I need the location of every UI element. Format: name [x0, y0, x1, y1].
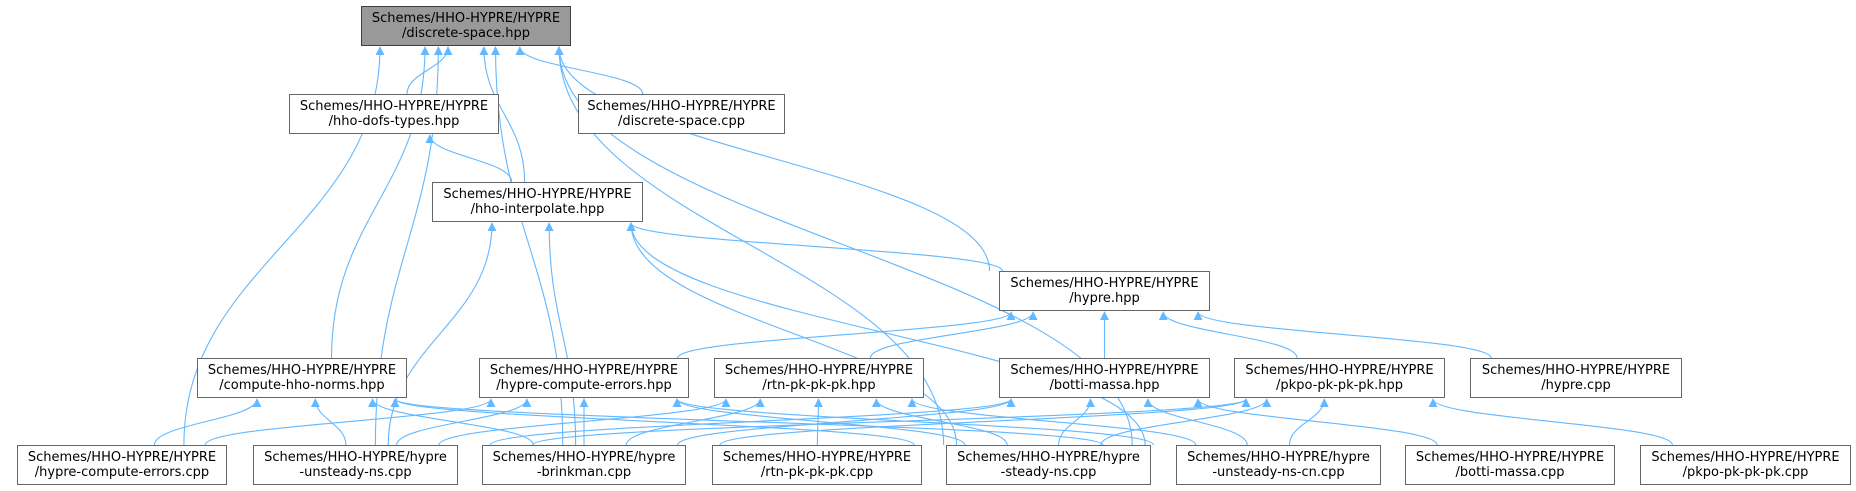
edge-hypre_steady_ns_cpp-to-rtn_pk_pk_pk_hpp: [871, 398, 1008, 446]
node-label-line1: Schemes/HHO-HYPRE/hypre: [264, 450, 447, 465]
node-label-line1: Schemes/HHO-HYPRE/HYPRE: [1010, 276, 1199, 291]
node-label-line1: Schemes/HHO-HYPRE/HYPRE: [27, 450, 217, 465]
node-label-line1: Schemes/HHO-HYPRE/HYPRE: [1415, 450, 1605, 465]
edge-hypre_hpp-to-discrete_space_hpp: [554, 46, 991, 272]
edge-hho_dofs_types_hpp-to-discrete_space_hpp: [406, 46, 453, 95]
node-botti-massa-hpp[interactable]: Schemes/HHO-HYPRE/HYPRE /botti-massa.hpp: [999, 358, 1210, 398]
edge-hypre_brinkman_cpp-to-hho_interpolate_hpp: [544, 222, 577, 446]
node-hypre-compute-errors-cpp[interactable]: Schemes/HHO-HYPRE/HYPRE /hypre-compute-e…: [17, 445, 227, 485]
node-label-line1: Schemes/HHO-HYPRE/HYPRE: [1245, 363, 1434, 378]
edge-discrete_space_cpp-to-discrete_space_hpp: [515, 46, 644, 95]
node-compute-hho-norms-hpp[interactable]: Schemes/HHO-HYPRE/HYPRE /compute-hho-nor…: [197, 358, 407, 398]
node-label-line2: /rtn-pk-pk-pk.cpp: [760, 465, 874, 480]
edge-hypre_unsteady_ns_cn_cpp-to-hho_interpolate_hpp: [626, 222, 1146, 446]
node-label-line1: Schemes/HHO-HYPRE/HYPRE: [722, 450, 912, 465]
edge-hypre_unsteady_ns_cpp-to-botti_massa_hpp: [489, 398, 1016, 446]
node-label-line1: Schemes/HHO-HYPRE/HYPRE: [299, 99, 489, 114]
node-label-line2: /pkpo-pk-pk-pk.cpp: [1682, 465, 1809, 480]
node-label-line1: Schemes/HHO-HYPRE/hypre: [957, 450, 1140, 465]
node-label-line2: /rtn-pk-pk-pk.hpp: [762, 378, 876, 393]
node-label-line2: /hypre-compute-errors.hpp: [496, 378, 672, 393]
node-label-line1: Schemes/HHO-HYPRE/HYPRE: [724, 363, 914, 378]
node-rtn-pk-pk-pk-hpp[interactable]: Schemes/HHO-HYPRE/HYPRE /rtn-pk-pk-pk.hp…: [714, 358, 924, 398]
node-label-line1: Schemes/HHO-HYPRE/HYPRE: [207, 363, 397, 378]
node-hho-interpolate-hpp[interactable]: Schemes/HHO-HYPRE/HYPRE /hho-interpolate…: [432, 182, 643, 222]
node-rtn-pk-pk-pk-cpp[interactable]: Schemes/HHO-HYPRE/HYPRE /rtn-pk-pk-pk.cp…: [712, 445, 922, 485]
edge-hypre_compute_errors_cpp-to-compute_hho_norms_hpp: [153, 398, 262, 446]
node-label-line2: /hypre-compute-errors.cpp: [34, 465, 210, 480]
node-hypre-unsteady-ns-cpp[interactable]: Schemes/HHO-HYPRE/hypre -unsteady-ns.cpp: [253, 445, 458, 485]
node-discrete-space-cpp[interactable]: Schemes/HHO-HYPRE/HYPRE /discrete-space.…: [578, 94, 785, 134]
edge-hypre_unsteady_ns_cpp-to-hho_interpolate_hpp: [387, 222, 497, 446]
node-label-line2: /hypre.cpp: [1541, 378, 1611, 393]
edge-pkpo_pk_pk_pk_cpp-to-pkpo_pk_pk_pk_hpp: [1428, 398, 1673, 446]
edge-hypre_cpp-to-hypre_hpp: [1193, 311, 1492, 359]
edge-layer: [153, 46, 1673, 446]
node-label-line2: -unsteady-ns-cn.cpp: [1212, 465, 1345, 480]
edge-hypre_unsteady_ns_cn_cpp-to-rtn_pk_pk_pk_hpp: [907, 398, 1197, 446]
edge-hypre_steady_ns_cpp-to-hypre_compute_errors_hpp: [672, 398, 966, 446]
edge-botti_massa_cpp-to-botti_massa_hpp: [1193, 398, 1438, 446]
node-pkpo-pk-pk-pk-cpp[interactable]: Schemes/HHO-HYPRE/HYPRE /pkpo-pk-pk-pk.c…: [1640, 445, 1851, 485]
edge-hypre_brinkman_cpp-to-rtn_pk_pk_pk_hpp: [625, 398, 765, 446]
node-pkpo-pk-pk-pk-hpp[interactable]: Schemes/HHO-HYPRE/HYPRE /pkpo-pk-pk-pk.h…: [1234, 358, 1445, 398]
edge-hypre_unsteady_ns_cpp-to-compute_hho_norms_hpp: [310, 398, 347, 446]
node-label-line2: /botti-massa.cpp: [1455, 465, 1565, 480]
node-label-line1: Schemes/HHO-HYPRE/HYPRE: [371, 11, 561, 26]
edge-hypre_compute_errors_hpp-to-hypre_hpp: [677, 311, 1016, 359]
edge-pkpo_pk_pk_pk_hpp-to-hypre_hpp: [1158, 311, 1298, 359]
edge-hypre_compute_errors_cpp-to-hypre_compute_errors_hpp: [204, 398, 496, 446]
node-label-line2: -brinkman.cpp: [536, 465, 632, 480]
node-hypre-steady-ns-cpp[interactable]: Schemes/HHO-HYPRE/hypre -steady-ns.cpp: [946, 445, 1151, 485]
edge-hypre_brinkman_cpp-to-compute_hho_norms_hpp: [368, 398, 534, 446]
node-label-line1: Schemes/HHO-HYPRE/HYPRE: [489, 363, 679, 378]
edge-rtn_pk_pk_pk_hpp-to-hypre_hpp: [869, 311, 1038, 359]
node-label-line1: Schemes/HHO-HYPRE/HYPRE: [1010, 363, 1199, 378]
node-label-line1: Schemes/HHO-HYPRE/HYPRE: [587, 99, 776, 114]
node-label-line2: /hypre.hpp: [1069, 291, 1140, 306]
node-label-line2: /pkpo-pk-pk-pk.hpp: [1276, 378, 1403, 393]
edge-hypre_unsteady_ns_cn_cpp-to-botti_massa_hpp: [1143, 398, 1248, 446]
edge-hypre_brinkman_cpp-to-pkpo_pk_pk_pk_hpp: [719, 398, 1251, 446]
node-label-line1: Schemes/HHO-HYPRE/hypre: [492, 450, 676, 465]
edge-rtn_pk_pk_pk_cpp-to-rtn_pk_pk_pk_hpp: [813, 398, 823, 446]
edge-hypre_unsteady_ns_cpp-to-hypre_compute_errors_hpp: [396, 398, 532, 446]
node-hypre-unsteady-ns-cn-cpp[interactable]: Schemes/HHO-HYPRE/hypre -unsteady-ns-cn.…: [1176, 445, 1381, 485]
edge-hypre_steady_ns_cpp-to-compute_hho_norms_hpp: [390, 398, 915, 446]
node-label-line1: Schemes/HHO-HYPRE/hypre: [1187, 450, 1370, 465]
edge-hypre_unsteady_ns_cn_cpp-to-pkpo_pk_pk_pk_hpp: [1288, 398, 1329, 446]
node-label-line2: /botti-massa.hpp: [1049, 378, 1160, 393]
edge-hypre_unsteady_ns_cpp-to-rtn_pk_pk_pk_hpp: [438, 398, 731, 446]
edge-hypre_unsteady_ns_cpp-to-pkpo_pk_pk_pk_hpp: [532, 398, 1251, 446]
node-label-line2: /hho-interpolate.hpp: [470, 202, 605, 217]
node-label-line1: Schemes/HHO-HYPRE/HYPRE: [443, 187, 632, 202]
edge-hho_interpolate_hpp-to-discrete_space_hpp: [479, 46, 526, 183]
edge-hypre_steady_ns_cpp-to-hho_interpolate_hpp: [626, 222, 958, 446]
edge-hypre_steady_ns_cpp-to-botti_massa_hpp: [1058, 398, 1095, 446]
node-hypre-compute-errors-hpp[interactable]: Schemes/HHO-HYPRE/HYPRE /hypre-compute-e…: [479, 358, 689, 398]
node-label-line2: /discrete-space.hpp: [401, 26, 531, 41]
node-label-line1: Schemes/HHO-HYPRE/HYPRE: [1651, 450, 1840, 465]
node-label-line2: /hho-dofs-types.hpp: [328, 114, 460, 129]
node-botti-massa-cpp[interactable]: Schemes/HHO-HYPRE/HYPRE /botti-massa.cpp: [1405, 445, 1615, 485]
node-hho-dofs-types-hpp[interactable]: Schemes/HHO-HYPRE/HYPRE /hho-dofs-types.…: [289, 94, 499, 134]
node-hypre-hpp[interactable]: Schemes/HHO-HYPRE/HYPRE /hypre.hpp: [999, 271, 1210, 311]
node-hypre-cpp[interactable]: Schemes/HHO-HYPRE/HYPRE /hypre.cpp: [1470, 358, 1682, 398]
node-label-line2: -unsteady-ns.cpp: [299, 465, 412, 480]
node-label-line2: /compute-hho-norms.hpp: [219, 378, 385, 393]
edge-hho_interpolate_hpp-to-hho_dofs_types_hpp: [425, 134, 513, 183]
node-label-line1: Schemes/HHO-HYPRE/HYPRE: [1481, 363, 1671, 378]
edge-hypre_brinkman_cpp-to-botti_massa_hpp: [677, 398, 1016, 446]
edge-hypre_unsteady_ns_cn_cpp-to-hypre_compute_errors_hpp: [672, 398, 1155, 446]
edge-hypre_hpp-to-hho_interpolate_hpp: [626, 222, 1003, 272]
node-discrete-space-hpp: Schemes/HHO-HYPRE/HYPRE /discrete-space.…: [361, 6, 571, 46]
edge-hypre_steady_ns_cpp-to-pkpo_pk_pk_pk_hpp: [1100, 398, 1272, 446]
node-label-line2: /discrete-space.cpp: [618, 114, 745, 129]
node-hypre-brinkman-cpp[interactable]: Schemes/HHO-HYPRE/hypre -brinkman.cpp: [482, 445, 686, 485]
node-label-line2: -steady-ns.cpp: [1000, 465, 1097, 480]
